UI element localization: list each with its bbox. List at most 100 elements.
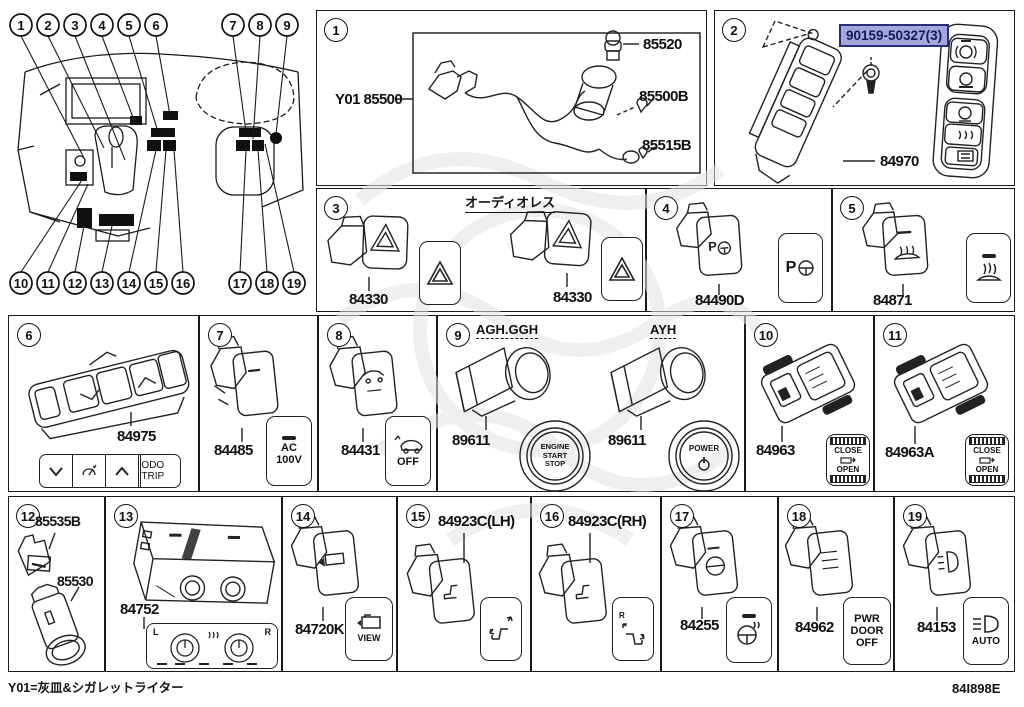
section-number: 10 — [758, 327, 774, 343]
svg-text:19: 19 — [287, 276, 301, 291]
switch-illustration — [406, 533, 475, 624]
roof-open-close-faceplate: CLOSE OPEN — [826, 434, 870, 486]
footnote: Y01=灰皿&シガレットライター — [8, 681, 184, 695]
part-number-84962[interactable]: 84962 — [795, 619, 834, 636]
open-label: OPEN — [975, 465, 999, 474]
section-number: 18 — [791, 508, 807, 524]
section-number: 5 — [848, 200, 856, 216]
section-number: 11 — [888, 327, 902, 343]
car-icon — [394, 435, 423, 454]
start-switch-illustration — [455, 346, 740, 492]
switch-illustration — [893, 343, 989, 444]
section-2-panel: 2 — [714, 10, 1015, 186]
part-number-84255[interactable]: 84255 — [680, 617, 719, 634]
seat-heat-icon — [208, 631, 219, 639]
pwr-door-off-label: PWR DOOR OFF — [850, 613, 884, 649]
part-number-84752[interactable]: 84752 — [120, 601, 159, 618]
chevron-down-icon — [49, 466, 63, 476]
part-number-84923C-LH[interactable]: 84923C(LH) — [438, 513, 515, 530]
right-knob-label: R — [264, 627, 272, 637]
section-7-panel: 7 84485 AC 100V — [199, 315, 318, 492]
hazard-faceplate — [419, 241, 461, 305]
open-label: OPEN — [836, 465, 860, 474]
odo-trip-button: ODO TRIP — [141, 455, 180, 487]
part-number-84485[interactable]: 84485 — [214, 442, 253, 459]
roof-slide-icon — [840, 457, 856, 464]
part-number-85500[interactable]: Y01 85500 — [335, 91, 403, 108]
camera-view-icon — [357, 614, 381, 629]
close-label: CLOSE — [973, 446, 1001, 455]
part-number-84720K[interactable]: 84720K — [295, 621, 345, 638]
variant-ayh-label: AYH — [650, 322, 677, 339]
section-1-panel: 1 — [316, 10, 707, 186]
indicator-bar — [742, 614, 756, 618]
part-number-84963[interactable]: 84963 — [756, 442, 795, 459]
car-off-icon — [363, 370, 385, 392]
section-19-panel: 19 84153 AUTO — [894, 496, 1015, 672]
part-number-89611[interactable]: 89611 — [452, 432, 490, 449]
section-number: 2 — [730, 22, 738, 38]
part-number-84871[interactable]: 84871 — [873, 292, 912, 309]
part-number-84490D[interactable]: 84490D — [695, 292, 745, 309]
part-number-85515B[interactable]: 85515B — [642, 137, 692, 154]
switch-illustration — [28, 349, 190, 440]
part-number-85530[interactable]: 85530 — [57, 573, 94, 589]
highlighted-part-number-90159-50327[interactable]: 90159-50327(3) — [839, 24, 950, 47]
odo-trip-label: ODO TRIP — [141, 460, 165, 482]
part-number-84963A[interactable]: 84963A — [885, 444, 935, 461]
part-number-85500B[interactable]: 85500B — [639, 88, 689, 105]
callout-leader-lines — [20, 35, 295, 273]
switch-illustration — [538, 533, 607, 624]
parking-brake-icon — [955, 40, 977, 59]
variant-agh-ggh-label: AGH.GGH — [476, 322, 539, 339]
part-number-85535B[interactable]: 85535B — [35, 513, 81, 529]
hatch-bar — [969, 437, 1005, 445]
camera-view-icon — [318, 552, 345, 567]
seat-recline-icon — [489, 616, 513, 640]
part-number-84923C-RH[interactable]: 84923C(RH) — [568, 513, 647, 530]
heater-knob-faceplate: L R — [146, 623, 278, 669]
section-number: 14 — [295, 508, 311, 524]
section-18-panel: 18 84962 PWR DOOR OFF — [778, 496, 894, 672]
part-number-84970[interactable]: 84970 — [880, 153, 919, 170]
headlight-icon — [973, 615, 999, 633]
section-number: 1 — [332, 22, 340, 38]
hazard-triangle-icon — [369, 223, 401, 252]
section-number: 15 — [410, 508, 426, 524]
scroll-up-button — [106, 455, 142, 487]
switch-illustration — [290, 515, 360, 621]
close-label: CLOSE — [834, 446, 862, 455]
steering-heat-icon — [705, 546, 726, 576]
knob-dials-icon — [157, 631, 257, 665]
section-number: 9 — [454, 327, 462, 343]
part-number-84153[interactable]: 84153 — [917, 619, 956, 636]
switch-illustration: P — [675, 202, 743, 295]
section-number: 6 — [25, 327, 33, 343]
headlight-auto-faceplate: AUTO — [963, 597, 1009, 665]
section-number: 4 — [662, 200, 670, 216]
hatch-bar — [830, 475, 866, 483]
part-number-84330[interactable]: 84330 — [553, 289, 592, 306]
part-number-89611[interactable]: 89611 — [608, 432, 646, 449]
harness-illustration — [395, 30, 701, 174]
svg-text:14: 14 — [122, 276, 137, 291]
svg-text:5: 5 — [125, 18, 132, 33]
meter-buttons-faceplate: ODO TRIP — [39, 454, 181, 488]
part-number-84975[interactable]: 84975 — [117, 428, 156, 445]
indicator-bar — [981, 254, 996, 258]
section-number: 8 — [335, 327, 343, 343]
svg-text:7: 7 — [229, 18, 236, 33]
part-number-85520[interactable]: 85520 — [643, 36, 682, 53]
part-number-84431[interactable]: 84431 — [341, 442, 380, 459]
part-number-84330[interactable]: 84330 — [349, 291, 388, 308]
power-symbol-icon — [698, 457, 710, 471]
brake-hold-icon — [959, 72, 973, 88]
section-number: 17 — [674, 508, 690, 524]
section-3-panel: 3 オーディオレス 84 — [316, 188, 646, 312]
svg-text:18: 18 — [260, 276, 274, 291]
power-label: POWER — [688, 444, 720, 453]
roof-slide-icon — [979, 457, 995, 464]
